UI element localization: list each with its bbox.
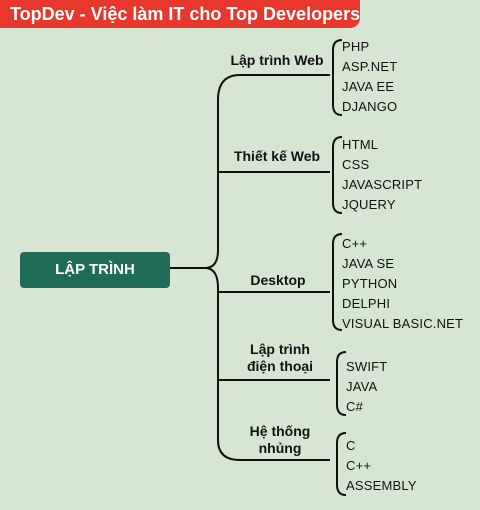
category-dien-thoai-line1: Lập trình (250, 341, 310, 357)
leaf-item: SWIFT (346, 359, 388, 374)
bracket-desktop (332, 233, 343, 331)
leaf-item: ASP.NET (342, 59, 398, 74)
leaf-item: JAVA EE (342, 79, 395, 94)
category-he-thong-line2: nhủng (258, 440, 302, 456)
bracket-thiet-ke-web (332, 136, 343, 214)
leaf-item: VISUAL BASIC.NET (342, 316, 464, 331)
category-he-thong-nhung: Hệ thống nhủng (230, 423, 330, 457)
category-desktop: Desktop (250, 272, 306, 288)
leaf-item: CSS (342, 157, 370, 172)
header-banner: TopDev - Việc làm IT cho Top Developers (0, 0, 360, 28)
bracket-he-thong (336, 432, 347, 496)
trunk-lower (204, 267, 330, 461)
category-thiet-ke-web: Thiết kế Web (233, 148, 321, 164)
category-he-thong-line1: Hệ thống (249, 423, 311, 439)
category-dien-thoai: Lập trình điện thoại (230, 341, 330, 375)
leaf-item: HTML (342, 137, 379, 152)
bracket-lap-trinh-web (332, 39, 343, 116)
leaf-item: JAVA SE (342, 256, 395, 271)
leaf-item: JAVASCRIPT (342, 177, 423, 192)
root-node: LẬP TRÌNH (20, 252, 170, 288)
leaf-item: PYTHON (342, 276, 398, 291)
leaf-item: JQUERY (342, 197, 396, 212)
leaf-item: DELPHI (342, 296, 391, 311)
leaf-item: ASSEMBLY (346, 478, 417, 493)
category-dien-thoai-line2: điện thoại (246, 358, 314, 374)
leaf-item: C++ (346, 458, 372, 473)
header-title: TopDev - Việc làm IT cho Top Developers (10, 4, 361, 24)
leaf-item: C# (346, 399, 364, 414)
leaf-item: PHP (342, 39, 370, 54)
leaf-item: C++ (342, 236, 368, 251)
leaf-item: DJANGO (342, 99, 398, 114)
root-label: LẬP TRÌNH (55, 261, 135, 278)
category-lap-trinh-web: Lập trình Web (230, 52, 324, 68)
leaf-item: C (346, 438, 356, 453)
trunk-upper (204, 74, 330, 269)
bracket-dien-thoai (336, 351, 347, 416)
leaf-item: JAVA (346, 379, 378, 394)
